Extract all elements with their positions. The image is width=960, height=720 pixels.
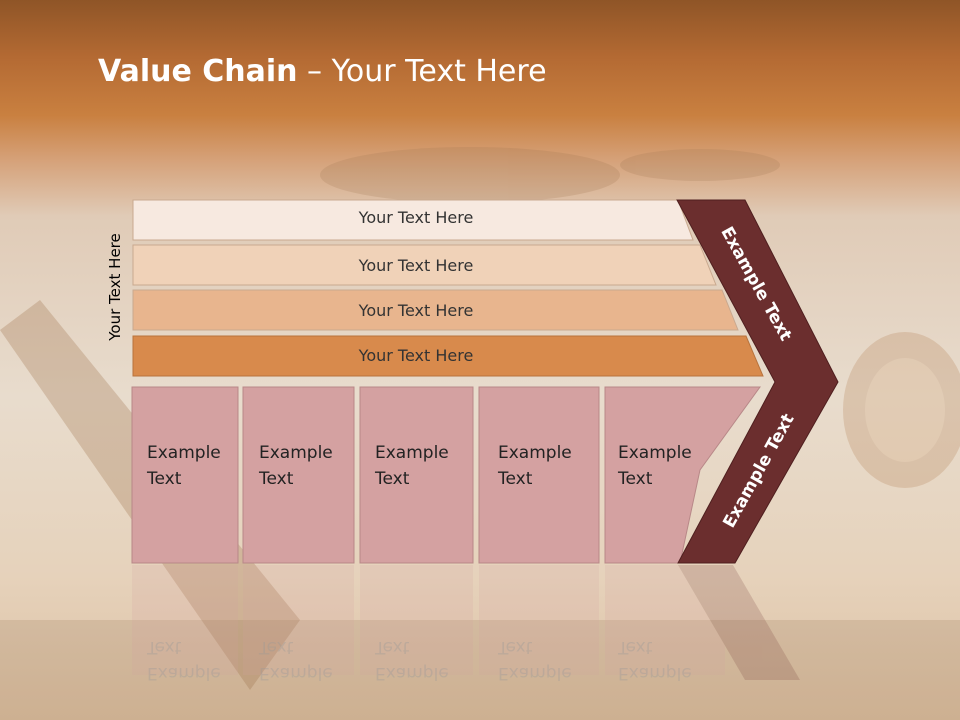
bar-1-label: Your Text Here xyxy=(358,208,474,227)
chevron-arrow xyxy=(676,199,839,564)
bar-4-label: Your Text Here xyxy=(358,346,474,365)
bar-4 xyxy=(132,335,764,377)
bar-2 xyxy=(132,244,717,286)
slide-title: Value Chain – Your Text Here xyxy=(98,54,547,89)
box-5 xyxy=(604,386,761,564)
title-bold: Value Chain xyxy=(98,54,298,89)
bar-2-label: Your Text Here xyxy=(358,256,474,275)
box-4 xyxy=(478,386,600,564)
box-2 xyxy=(242,386,355,564)
bar-3 xyxy=(132,289,739,331)
title-rest: – Your Text Here xyxy=(297,54,547,89)
box-3 xyxy=(359,386,474,564)
bar-1 xyxy=(132,199,694,241)
box-1 xyxy=(131,386,239,564)
bar-3-label: Your Text Here xyxy=(358,301,474,320)
